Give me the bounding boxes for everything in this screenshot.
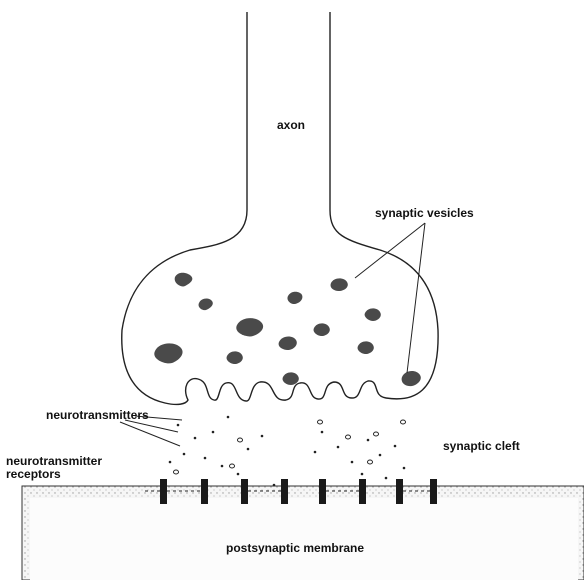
vesicle [175,273,193,287]
vesicle [236,318,263,336]
label-postsynaptic-membrane: postsynaptic membrane [226,541,364,555]
vesicle [287,292,302,304]
vesicle [314,323,330,336]
vesicle [402,371,421,386]
pointer-lines [120,223,425,446]
label-receptors-line1: neurotransmitter [6,454,102,468]
vesicle [279,336,297,350]
postsynaptic-membrane [22,486,584,580]
vesicle [283,372,299,385]
vesicle [331,278,348,291]
label-synaptic-cleft: synaptic cleft [443,439,520,453]
vesicle [227,351,243,364]
neurotransmitter-open-particles [174,420,406,474]
vesicle [365,308,381,321]
vesicle [358,341,374,354]
label-neurotransmitters: neurotransmitters [46,408,149,422]
neurotransmitter-particles [169,416,406,487]
label-synaptic-vesicles: synaptic vesicles [375,206,474,220]
vesicle [199,299,213,311]
synaptic-vesicles [154,273,421,386]
vesicle [154,343,182,363]
label-axon: axon [277,118,305,132]
label-receptors-line2: receptors [6,467,61,481]
